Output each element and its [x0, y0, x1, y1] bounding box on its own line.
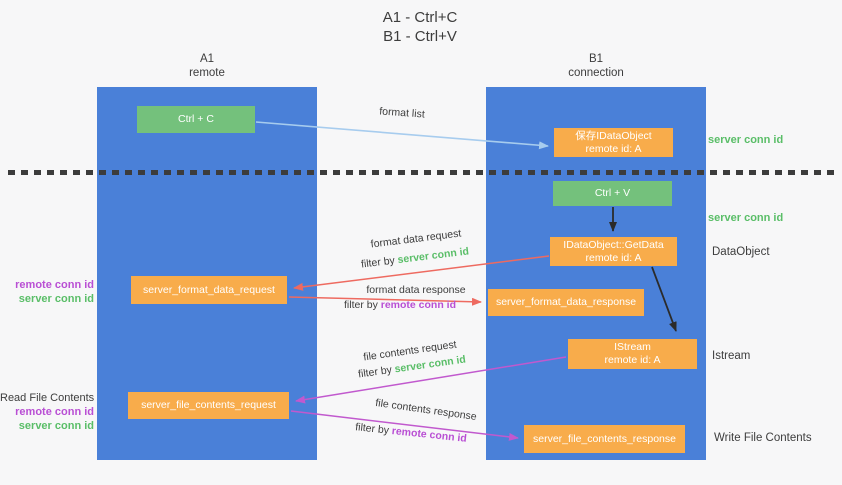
- node-istream: IStream remote id: A: [568, 339, 697, 369]
- side-label-server-conn-id-format: server conn id: [18, 292, 94, 305]
- lane-a1-name: A1: [199, 53, 215, 65]
- filter-by-text: filter by: [360, 254, 399, 271]
- server-conn-id-text: server conn id: [396, 245, 470, 267]
- label-filter-by-remote-conn-id-format: filter by remote conn id: [330, 299, 470, 311]
- side-label-server-conn-id-mid: server conn id: [708, 212, 784, 224]
- node-server-format-data-request: server_format_data_request: [131, 276, 287, 304]
- label-filter-by-remote-conn-id-file: filter by remote conn id: [341, 420, 481, 447]
- label-file-contents-response: file contents response: [374, 396, 478, 424]
- title-line-a1: A1 - Ctrl+C: [382, 9, 458, 26]
- side-label-read-file-contents: Read File Contents: [0, 392, 95, 404]
- node-istream-line2: remote id: A: [604, 354, 661, 366]
- node-idataobject-getdata-line1: IDataObject::GetData: [563, 238, 664, 251]
- lane-header-b1: B1 connection: [526, 53, 666, 80]
- node-server-format-data-request-label: server_format_data_request: [143, 283, 275, 296]
- node-save-idataobject: 保存IDataObject remote id: A: [554, 128, 673, 157]
- node-server-file-contents-request: server_file_contents_request: [128, 392, 289, 419]
- node-istream-line1: IStream: [614, 341, 651, 353]
- lane-b1-role: connection: [568, 66, 624, 79]
- remote-conn-id-text: remote conn id: [391, 425, 468, 445]
- lane-b1-name: B1: [588, 53, 604, 65]
- node-server-file-contents-response-label: server_file_contents_response: [532, 432, 676, 445]
- filter-by-text: filter by: [357, 363, 396, 381]
- diagram-title: A1 - Ctrl+C B1 - Ctrl+V: [330, 8, 510, 46]
- filter-by-text: filter by: [343, 299, 381, 311]
- lane-header-a1: A1 remote: [137, 53, 277, 80]
- side-label-dataobject: DataObject: [712, 246, 770, 258]
- node-save-idataobject-line2: remote id: A: [585, 142, 642, 155]
- node-ctrl-c: Ctrl + C: [137, 106, 255, 133]
- node-server-format-data-response: server_format_data_response: [488, 289, 644, 316]
- label-format-list: format list: [378, 105, 426, 121]
- left-stack-format-ids: remote conn id server conn id: [0, 279, 94, 306]
- session-divider: [8, 170, 838, 175]
- side-label-server-conn-id-top: server conn id: [708, 134, 784, 146]
- node-ctrl-c-label: Ctrl + C: [178, 113, 214, 125]
- node-ctrl-v-label: Ctrl + V: [594, 187, 631, 199]
- node-idataobject-getdata: IDataObject::GetData remote id: A: [550, 237, 677, 266]
- left-stack-file-ids: remote conn id server conn id: [0, 406, 94, 433]
- label-format-data-response: format data response: [366, 284, 466, 296]
- node-server-file-contents-response: server_file_contents_response: [524, 425, 685, 453]
- title-line-b1: B1 - Ctrl+V: [383, 28, 457, 45]
- side-label-server-conn-id-file: server conn id: [18, 419, 94, 432]
- node-save-idataobject-line1: 保存IDataObject: [575, 129, 652, 142]
- side-label-istream: Istream: [712, 350, 751, 362]
- side-label-remote-conn-id-file: remote conn id: [15, 406, 94, 418]
- filter-by-text: filter by: [354, 421, 393, 437]
- node-server-format-data-response-label: server_format_data_response: [495, 296, 637, 308]
- remote-conn-id-text: remote conn id: [380, 299, 457, 311]
- node-ctrl-v: Ctrl + V: [553, 181, 672, 206]
- lane-a1-role: remote: [189, 66, 225, 79]
- node-idataobject-getdata-line2: remote id: A: [585, 251, 642, 264]
- node-server-file-contents-request-label: server_file_contents_request: [141, 399, 276, 411]
- side-label-write-file-contents: Write File Contents: [714, 432, 812, 444]
- side-label-remote-conn-id-format: remote conn id: [15, 279, 94, 291]
